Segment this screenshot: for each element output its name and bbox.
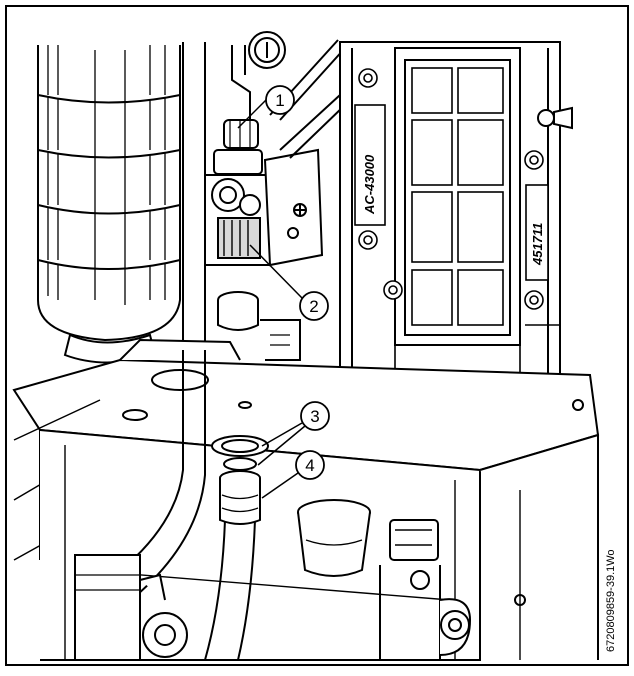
lower-left-trap xyxy=(74,554,188,661)
control-panel xyxy=(339,41,573,396)
callout-3-label: 3 xyxy=(310,407,319,426)
callout-2: 2 xyxy=(249,244,329,321)
serial-marking: 451711 xyxy=(530,223,545,266)
callout-4-label: 4 xyxy=(305,456,314,475)
model-marking: AC-43000 xyxy=(362,154,377,215)
callout-2-label: 2 xyxy=(309,297,318,316)
callout-4: 4 xyxy=(261,450,325,499)
figure-id-label: 6720809859-39.1Wo xyxy=(605,549,617,652)
hose-nut xyxy=(219,470,261,525)
mounting-bracket xyxy=(263,148,324,267)
center-fitting xyxy=(217,291,301,361)
right-drain-valve xyxy=(379,519,472,660)
pressure-gauge xyxy=(231,31,286,120)
callout-1-label: 1 xyxy=(275,91,284,110)
filter-cylinder xyxy=(37,45,181,364)
callout-1: 1 xyxy=(237,85,295,129)
seal-ring xyxy=(211,435,269,471)
callout-3: 3 xyxy=(257,401,330,466)
siphon-cup xyxy=(297,499,371,577)
valve-assembly xyxy=(204,119,271,266)
